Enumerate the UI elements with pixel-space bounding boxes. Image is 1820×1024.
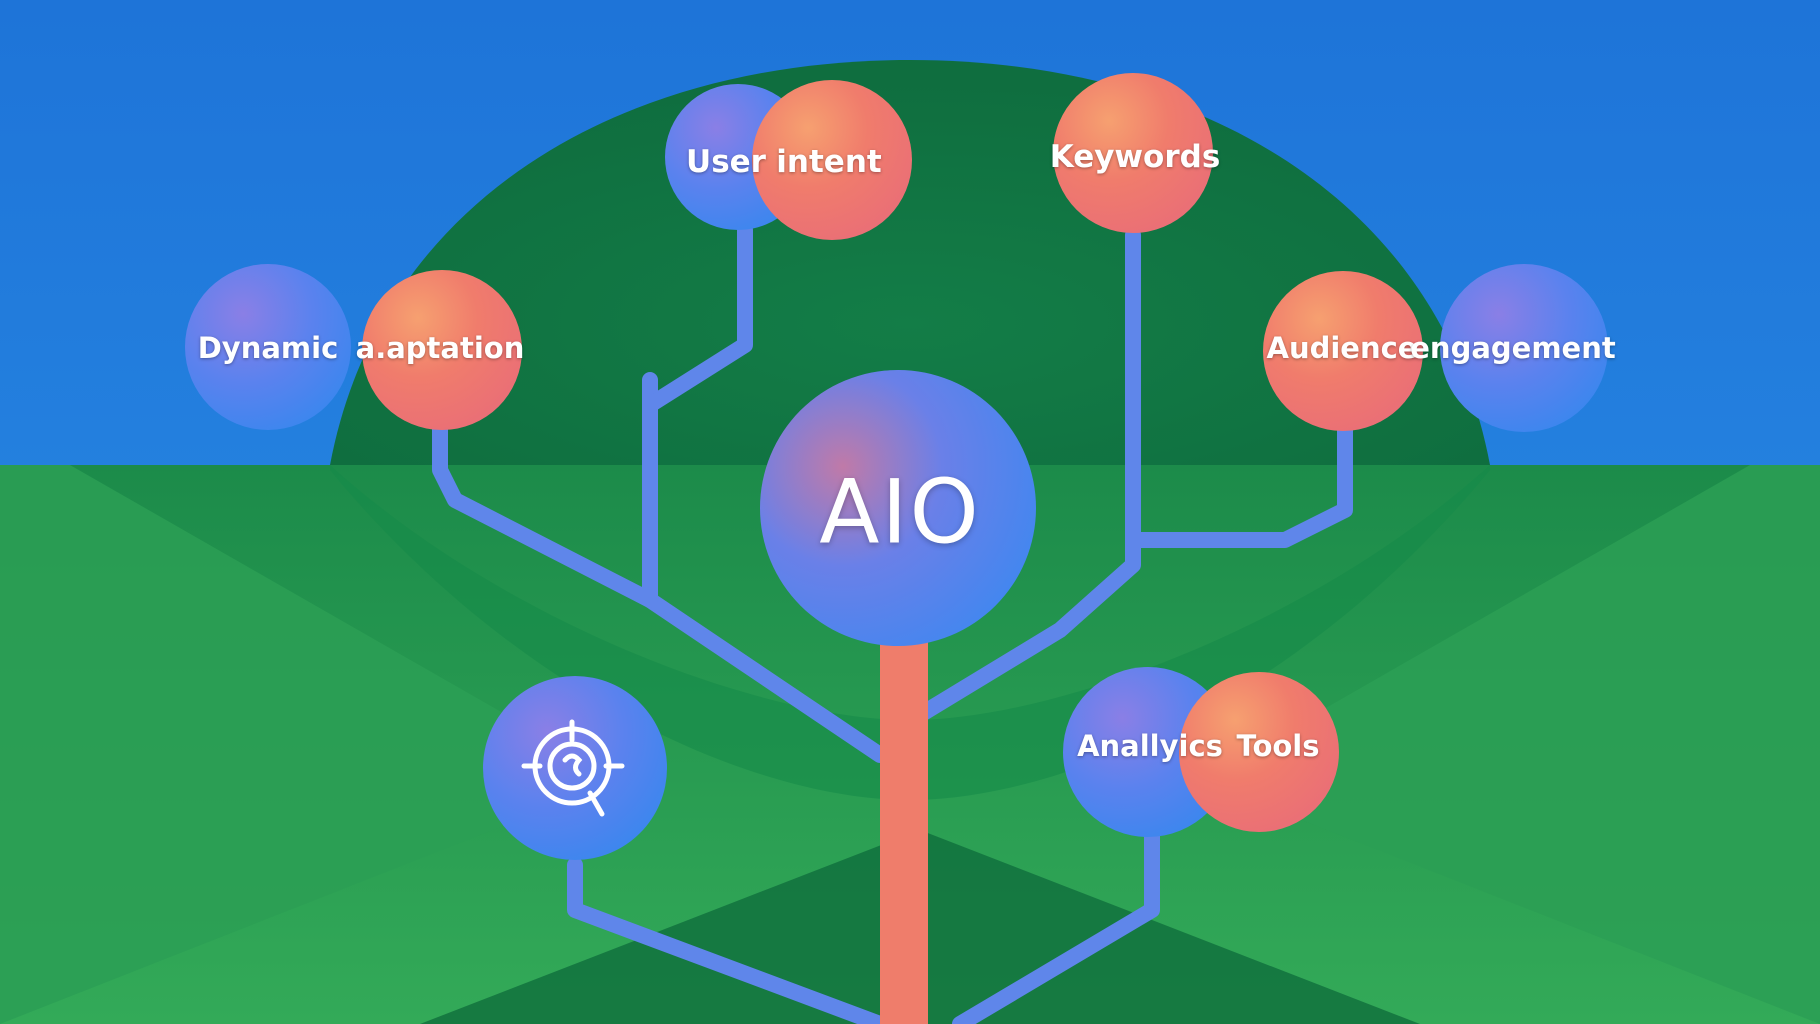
field-right-slope — [1200, 465, 1820, 1024]
keywords-bubble — [1053, 73, 1213, 233]
hub-circle — [760, 370, 1036, 646]
engagement-bubble — [1440, 264, 1608, 432]
node-label-engagement: engagement — [1410, 331, 1616, 365]
trunk — [880, 610, 928, 1024]
branch-lines — [432, 222, 1353, 1024]
node-label-dynamic: Dynamic — [197, 331, 339, 365]
target-search-icon — [521, 719, 625, 817]
node-label-keywords: Keywords — [1049, 139, 1221, 175]
branch-bottom-right — [952, 822, 1160, 1024]
field-left-slope — [0, 465, 620, 1024]
adaptation-bubble — [362, 270, 522, 430]
node-label-analytics: Anallyics — [1077, 729, 1223, 763]
branch-trunk-right — [912, 227, 1141, 723]
analytics-bubble — [1063, 667, 1233, 837]
node-label-user: User — [686, 144, 766, 180]
node-label-adaptation: a.aptation — [355, 331, 525, 365]
dynamic-bubble — [185, 264, 351, 430]
branch-bottom-left — [567, 857, 888, 1024]
hub-label: AIO — [819, 460, 981, 564]
node-label-audience: Audience — [1266, 331, 1418, 365]
node-label-intent: intent — [776, 144, 882, 180]
branch-user-intent — [642, 222, 753, 413]
intent-bubble — [752, 80, 912, 240]
branch-trunk-left — [432, 412, 888, 763]
branch-audience — [1125, 422, 1353, 548]
node-label-tools: Tools — [1236, 729, 1320, 763]
audience-bubble — [1263, 271, 1423, 431]
tools-bubble — [1179, 672, 1339, 832]
